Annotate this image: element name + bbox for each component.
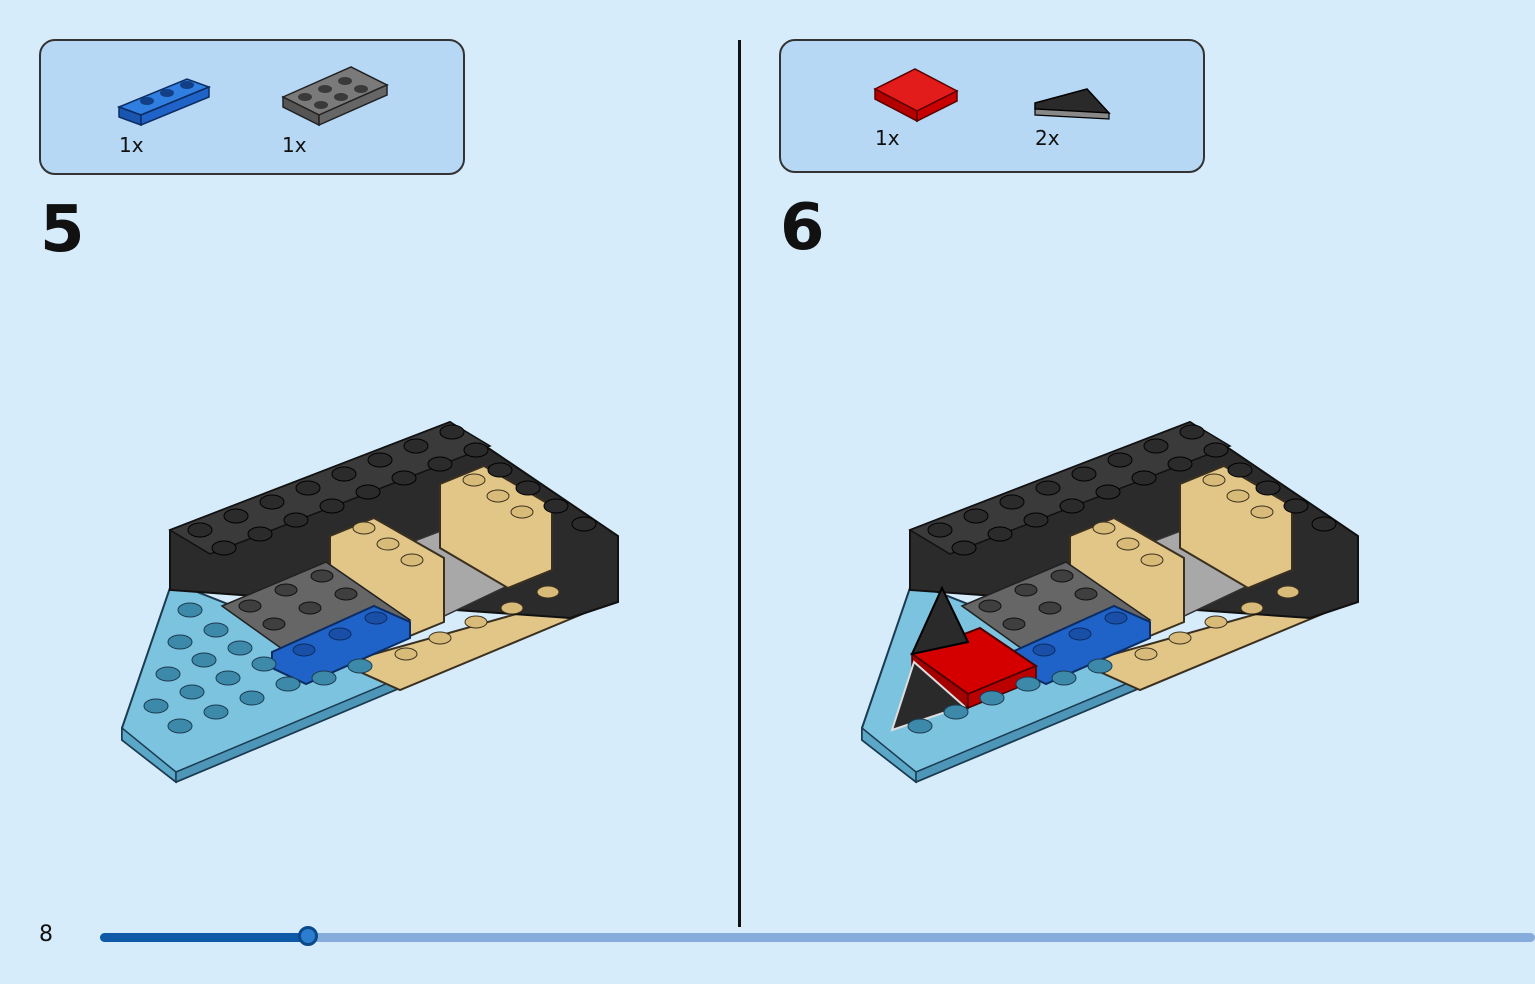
blue-plate-1x3-icon <box>117 78 212 127</box>
dark-gray-plate-2x3-icon <box>281 66 389 127</box>
build-step-6-illustration <box>861 420 1359 784</box>
parts-callout-step-5: 1x 1x <box>39 39 465 175</box>
part-quantity: 2x <box>1035 126 1060 150</box>
progress-track <box>100 933 1535 942</box>
step-number: 5 <box>40 193 85 267</box>
part-quantity: 1x <box>282 133 307 157</box>
build-step-5-illustration <box>121 420 619 784</box>
red-tile-2x2-icon <box>873 68 959 123</box>
black-wedge-plate-icon <box>1034 88 1111 120</box>
progress-knob[interactable] <box>298 926 318 946</box>
step-number: 6 <box>780 191 825 265</box>
parts-callout-step-6: 1x 2x <box>779 39 1205 173</box>
progress-fill <box>100 933 308 942</box>
part-quantity: 1x <box>875 126 900 150</box>
part-quantity: 1x <box>119 133 144 157</box>
page-divider <box>738 40 741 927</box>
page-number: 8 <box>39 922 53 947</box>
